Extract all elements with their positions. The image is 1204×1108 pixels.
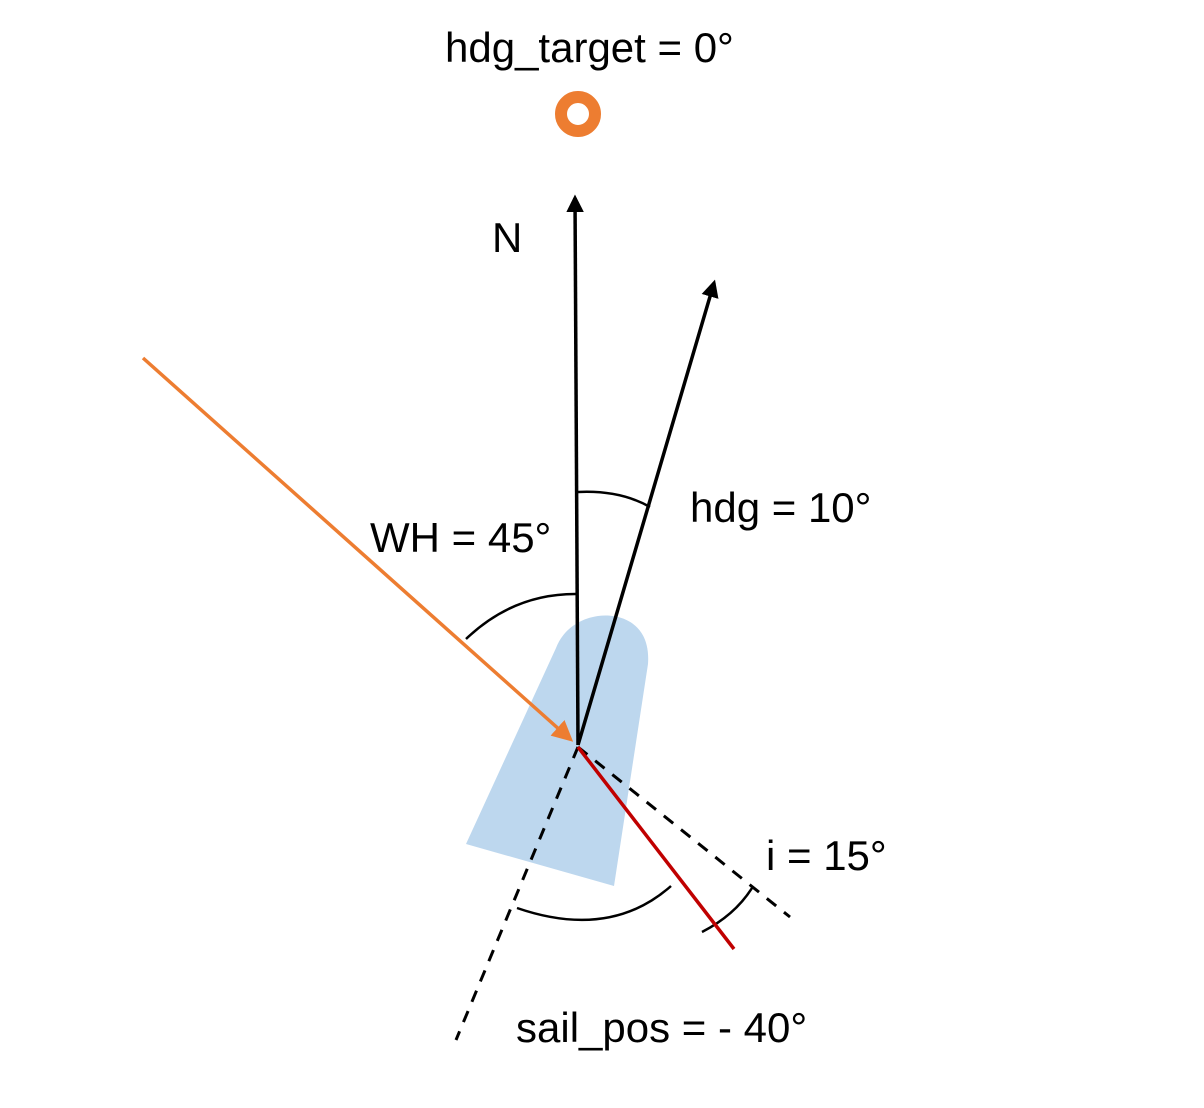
wind-angle-arc <box>465 592 579 640</box>
sail-line <box>576 745 736 951</box>
heading-label: hdg = 10° <box>690 484 871 531</box>
incidence-angle-arc <box>701 887 754 934</box>
target-ring-icon <box>555 91 601 137</box>
heading-arrow <box>576 279 719 746</box>
north-arrow <box>566 194 584 746</box>
boat-axis-dashed-line <box>454 746 580 1041</box>
hdg-target-label: hdg_target = 0° <box>445 24 734 71</box>
incidence-label: i = 15° <box>766 832 887 879</box>
wind-angle-label: WH = 45° <box>370 514 551 561</box>
wind-arrow <box>141 356 574 742</box>
apparent-wind-dashed-line <box>577 745 791 919</box>
north-label: N <box>492 214 522 261</box>
boat-hull-shape <box>466 615 649 886</box>
sail-pos-angle-arc <box>516 885 672 922</box>
hdg-angle-arc <box>577 490 651 509</box>
sail-pos-label: sail_pos = - 40° <box>516 1004 807 1051</box>
